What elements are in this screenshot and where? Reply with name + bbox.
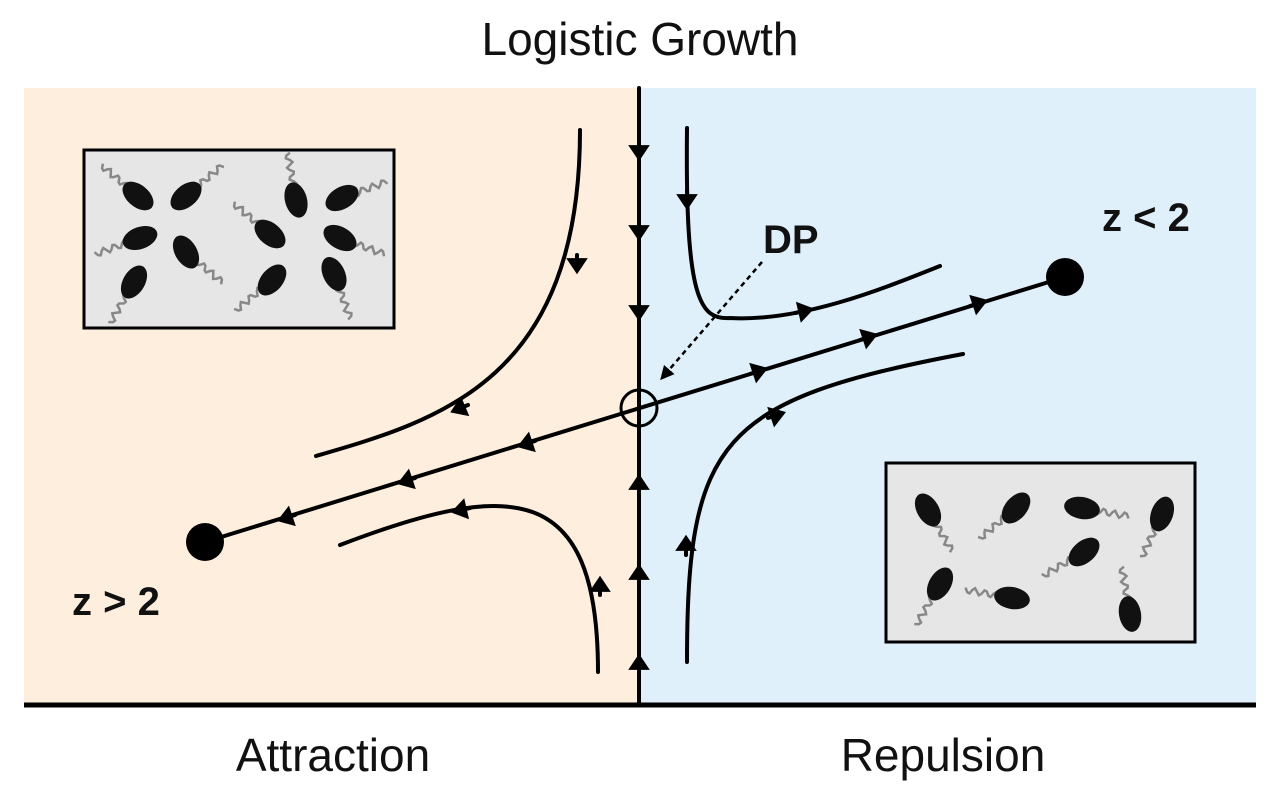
z-greater-than-2-label: z > 2 xyxy=(72,580,160,624)
bacterium-cell xyxy=(1041,537,1100,578)
repulsion-label: Repulsion xyxy=(840,729,1046,781)
bacterium-cell xyxy=(233,264,287,312)
fixed-point-upper-right xyxy=(1046,258,1084,296)
bacterium-cell xyxy=(93,225,158,257)
fixed-point-lower-left xyxy=(186,523,224,561)
trajectory-lower-left xyxy=(338,503,600,674)
trajectory-upper-right xyxy=(684,126,942,321)
bacterium-cell xyxy=(108,265,148,324)
repulsion-inset xyxy=(884,461,1197,644)
dp-pointer-arrow xyxy=(660,261,763,381)
dp-fixed-point xyxy=(619,388,659,428)
bacterium-cell xyxy=(1064,496,1130,520)
bacterium-cell xyxy=(914,567,954,626)
bacterium-cell xyxy=(323,224,386,257)
bacterium-cell xyxy=(964,586,1030,610)
trajectory-lower-right xyxy=(685,352,965,664)
trajectory-upper-left xyxy=(314,128,582,458)
bacterium-cell xyxy=(321,257,353,321)
bacterium-cell xyxy=(172,235,224,285)
attraction-inset xyxy=(82,148,396,330)
dp-label: DP xyxy=(763,218,819,262)
bacterium-cell xyxy=(232,201,286,249)
bacterium-cell xyxy=(914,493,954,553)
z-less-than-2-label: z < 2 xyxy=(1102,196,1190,240)
bacterium-cell xyxy=(170,164,225,211)
bacterium-cell xyxy=(1118,565,1142,632)
bacterium-cell xyxy=(977,492,1031,540)
bacterium-cell xyxy=(100,163,154,211)
diagram-title: Logistic Growth xyxy=(481,13,799,65)
bacterium-cell xyxy=(325,179,389,212)
bacterium-cell xyxy=(284,151,308,218)
manifold-arrows xyxy=(277,294,988,527)
bacterium-cell xyxy=(1139,496,1175,558)
unstable-manifold xyxy=(203,275,1067,544)
attraction-label: Attraction xyxy=(235,729,431,781)
